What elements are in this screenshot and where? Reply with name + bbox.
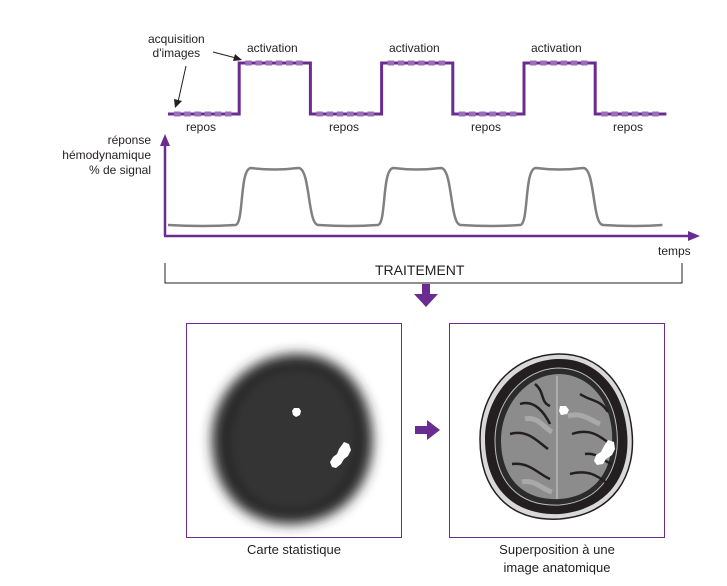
annotation-arrows <box>174 51 242 108</box>
annotation-label: acquisition d'images <box>148 32 205 60</box>
acquisition-marker <box>275 60 283 66</box>
acquisition-marker <box>336 111 344 117</box>
y-axis-arrow-icon <box>160 134 170 146</box>
statistical-map-caption: Carte statistique <box>186 541 402 559</box>
acquisition-marker <box>469 111 476 117</box>
fmri-design-diagram <box>160 51 700 307</box>
activation-spot-2 <box>330 442 351 468</box>
acquisition-marker <box>428 60 435 66</box>
acquisition-marker <box>652 111 659 117</box>
block-label-repos-3: repos <box>471 120 502 134</box>
anatomical-overlay-panel <box>449 323 665 538</box>
y-axis-label-line-2: hémodynamique <box>62 148 151 162</box>
acquisition-marker <box>438 60 446 66</box>
acquisition-marker <box>265 60 273 66</box>
overlay-activation-spot-2 <box>594 440 615 465</box>
acquisition-marker <box>418 60 425 66</box>
block-label-activation-3: activation <box>531 41 582 55</box>
y-axis-label-line-3: % de signal <box>88 163 151 177</box>
acquisition-marker <box>387 60 395 66</box>
anatomical-overlay-caption: Superposition à une image anatomique <box>449 541 665 577</box>
statistical-map-panel <box>186 323 402 538</box>
acquisition-marker <box>560 60 568 66</box>
acquisition-marker <box>194 111 201 117</box>
anatomical-overlay-brain-icon <box>479 353 634 520</box>
block-label-activation-2: activation <box>389 41 440 55</box>
acquisition-marker <box>621 111 629 117</box>
acquisition-marker <box>367 111 374 117</box>
block-design-timeline <box>168 60 667 117</box>
overlay-activation-spot-1 <box>559 406 569 415</box>
response-axes <box>160 134 700 241</box>
block-label-repos-1: repos <box>186 120 217 134</box>
acquisition-marker <box>601 111 608 117</box>
processing-label: TRAITEMENT <box>375 262 465 278</box>
annotation-line-2: d'images <box>152 46 201 60</box>
acquisition-marker <box>245 60 252 66</box>
acquisition-marker <box>397 60 405 66</box>
block-label-activation-1: activation <box>247 41 298 55</box>
acquisition-marker <box>204 111 212 117</box>
acquisition-marker <box>530 60 537 66</box>
acquisition-marker <box>631 111 639 117</box>
anatomical-overlay-caption-line-2: image anatomique <box>503 560 611 575</box>
statistical-map-brain-icon <box>212 353 373 525</box>
x-axis-arrow-icon <box>688 231 700 241</box>
activation-spot-1 <box>292 408 301 417</box>
block-design-line <box>168 61 667 116</box>
acquisition-marker <box>174 111 181 117</box>
y-axis-label: réponse hémodynamique % de signal <box>62 133 151 178</box>
acquisition-marker <box>357 111 364 117</box>
acquisition-marker <box>326 111 334 117</box>
acquisition-marker <box>499 111 507 117</box>
acquisition-marker <box>286 60 293 66</box>
acquisition-marker <box>550 60 557 66</box>
acquisition-marker <box>214 111 222 117</box>
acquisition-marker <box>642 111 649 117</box>
hemodynamic-response-curve <box>167 166 663 228</box>
acquisition-marker <box>184 111 191 117</box>
acquisition-marker <box>540 60 547 66</box>
acquisition-marker <box>489 111 496 117</box>
acquisition-marker <box>225 111 232 117</box>
acquisition-marker <box>479 111 486 117</box>
acquisition-marker <box>570 60 578 66</box>
acquisition-marker <box>509 111 517 117</box>
acquisition-marker <box>296 60 303 66</box>
block-label-repos-2: repos <box>329 120 360 134</box>
anatomical-overlay-caption-line-1: Superposition à une <box>499 542 615 557</box>
annotation-line-1: acquisition <box>148 32 205 46</box>
right-arrow-icon <box>415 420 440 440</box>
statistical-map-caption-line-1: Carte statistique <box>247 542 341 557</box>
acquisition-marker <box>581 60 588 66</box>
acquisition-marker <box>347 111 354 117</box>
acquisition-marker <box>316 111 323 117</box>
processing-bracket <box>164 263 683 284</box>
down-arrow-icon <box>414 284 438 307</box>
acquisition-marker <box>408 60 415 66</box>
acquisition-marker <box>611 111 618 117</box>
y-axis-label-line-1: réponse <box>107 133 151 147</box>
x-axis-label: temps <box>658 244 691 258</box>
block-label-repos-4: repos <box>613 120 644 134</box>
acquisition-marker <box>255 60 262 66</box>
acquisition-marker <box>458 111 466 117</box>
